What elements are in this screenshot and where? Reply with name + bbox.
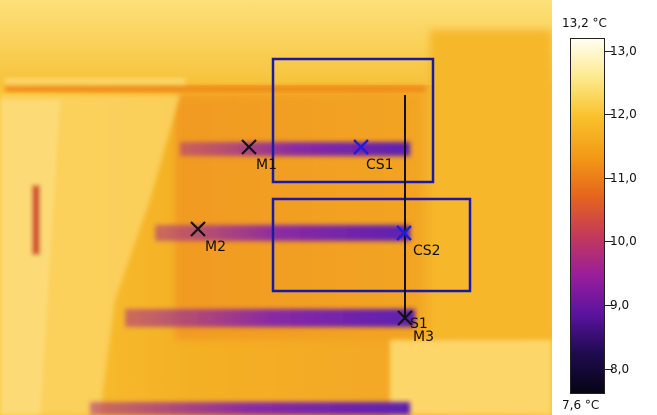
scale-tick-mark: [605, 305, 613, 306]
scale-tick-label: 8,0: [610, 361, 630, 376]
thermal-image: M1 CS1 M2 CS2 S1 M3: [0, 0, 552, 415]
measure-box-2: [271, 197, 472, 293]
color-scale-bar: [570, 38, 605, 394]
cursor-cs2: [396, 225, 412, 241]
scale-tick-label: 12,0: [610, 107, 637, 122]
scale-max-label: 13,2 °C: [562, 16, 607, 30]
scale-min-label: 7,6 °C: [562, 398, 600, 412]
scale-tick-mark: [605, 114, 613, 116]
cursor-m3: [397, 310, 413, 326]
marker-label-s1: S1: [410, 316, 428, 332]
scale-tick-label: 13,0: [610, 43, 637, 58]
marker-label-cs2: CS2: [413, 243, 441, 259]
marker-label-cs1: CS1: [366, 157, 394, 173]
scale-tick-label: 9,0: [610, 298, 630, 312]
cursor-m2: [190, 221, 206, 237]
temperature-scale: 13,2 °C 13,0 12,0 11,0 10,0 9,0 8,0 7,6 °C: [552, 0, 657, 415]
marker-label-m3: M3: [413, 329, 434, 345]
marker-label-m1: M1: [256, 157, 277, 173]
scale-tick-mark: [605, 50, 613, 52]
scale-tick-label: 11,0: [610, 170, 637, 185]
scale-tick-label: 10,0: [610, 234, 637, 249]
scale-tick-mark: [605, 177, 613, 179]
scale-tick-mark: [605, 241, 613, 243]
marker-label-m2: M2: [205, 239, 226, 255]
measure-box-1: [271, 57, 435, 184]
scale-tick-mark: [605, 368, 613, 370]
cursor-m1: [241, 139, 257, 155]
cursor-cs1: [353, 139, 369, 155]
